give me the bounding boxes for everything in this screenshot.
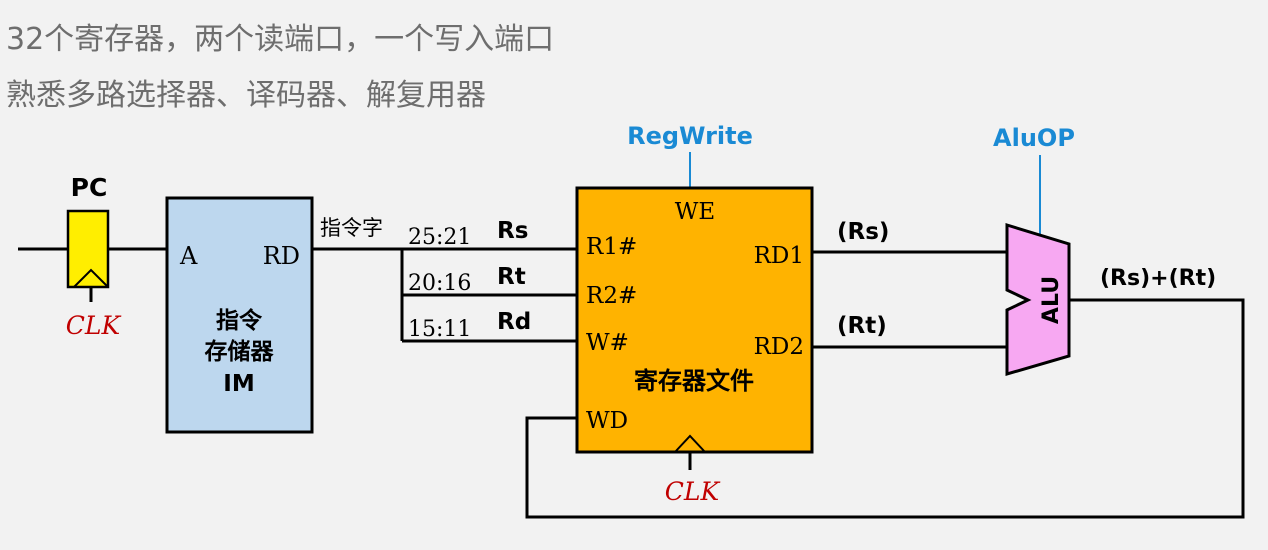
regfile-clock-triangle (674, 434, 706, 453)
regwrite-label: RegWrite (627, 122, 753, 150)
field-rd-bits: 15:11 (408, 317, 471, 342)
regfile-we: WE (675, 199, 715, 225)
pc-register (66, 209, 110, 289)
regfile-r1: R1# (586, 234, 637, 260)
heading-line-1: 32个寄存器，两个读端口，一个写入端口 (6, 22, 555, 57)
field-rs-bits: 25:21 (408, 225, 471, 250)
regfile-wd: WD (586, 408, 628, 434)
im-port-a: A (179, 242, 198, 270)
im-port-rd: RD (263, 242, 300, 270)
instr-word-label: 指令字 (320, 216, 383, 240)
field-rt-bits: 20:16 (408, 271, 471, 296)
im-title-line3: IM (223, 371, 254, 397)
im-title-line2: 存储器 (205, 338, 275, 365)
wire-writeback (525, 298, 1245, 519)
pc-clk-label: CLK (66, 311, 122, 340)
aluop-label: AluOP (993, 124, 1075, 152)
regfile-clk-label: CLK (665, 477, 721, 506)
instruction-memory (165, 196, 314, 434)
register-file (575, 186, 814, 454)
field-rs-name: Rs (497, 218, 528, 244)
pc-clock-triangle (73, 268, 109, 288)
regfile-title: 寄存器文件 (634, 367, 754, 395)
pc-label: PC (71, 173, 108, 202)
field-rd-name: Rd (497, 309, 531, 335)
wires (18, 247, 1245, 519)
regfile-rd1: RD1 (754, 243, 804, 269)
im-title-line1: 指令 (216, 307, 263, 334)
regfile-w: W# (586, 330, 629, 356)
alu (1005, 222, 1071, 376)
regfile-r2: R2# (586, 283, 637, 309)
alu-output-label: (Rs)+(Rt) (1100, 266, 1216, 291)
regfile-rd2: RD2 (754, 334, 804, 360)
signal-rt-value: (Rt) (837, 313, 887, 339)
field-rt-name: Rt (497, 264, 526, 290)
alu-label: ALU (1039, 276, 1064, 324)
heading-line-2: 熟悉多路选择器、译码器、解复用器 (6, 78, 486, 113)
signal-rs-value: (Rs) (837, 219, 889, 245)
